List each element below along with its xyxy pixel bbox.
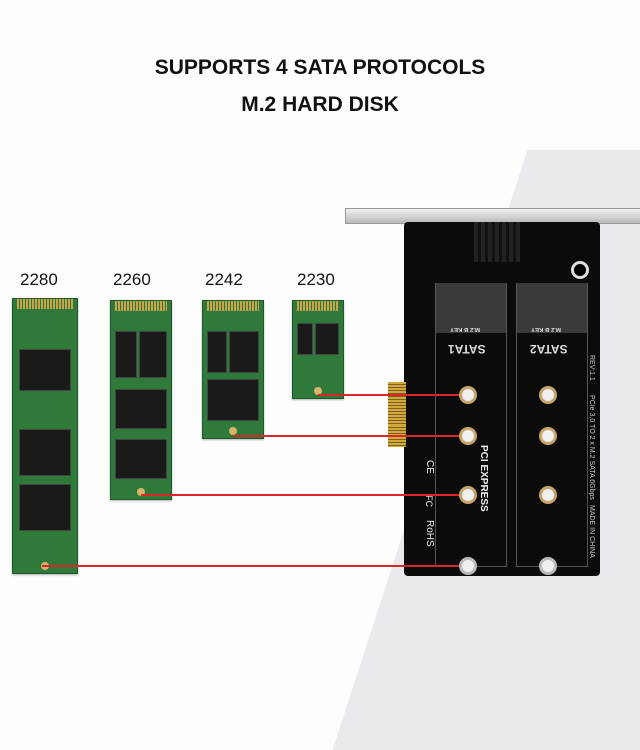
key-label-1: M.2 B KEY <box>450 326 481 332</box>
rohs-mark: RoHS <box>424 520 435 547</box>
slot-label-sata2: SATA2 <box>530 342 568 356</box>
pointer-line-2280 <box>42 565 468 567</box>
ssd-2280 <box>12 298 78 574</box>
size-label-2242: 2242 <box>205 270 243 289</box>
adapter-card <box>404 222 600 576</box>
ce-mark: CE <box>424 460 435 474</box>
pcie-gold-fingers <box>388 382 406 426</box>
revision-text: REV:1.1 <box>588 355 595 381</box>
key-label-2: M.2 B KEY <box>531 326 562 332</box>
subheadline: M.2 HARD DISK <box>241 93 399 116</box>
pointer-line-2260 <box>141 494 468 496</box>
mount-hole-2242 <box>459 427 477 445</box>
mount-hole-2-2242 <box>539 427 557 445</box>
size-label-2260: 2260 <box>113 270 151 289</box>
led-ring-icon <box>571 261 589 279</box>
headline: SUPPORTS 4 SATA PROTOCOLS <box>154 56 486 79</box>
size-label-2280: 2280 <box>20 270 58 289</box>
slot-label-sata1: SATA1 <box>448 342 486 356</box>
ssd-2230 <box>292 300 344 399</box>
pointer-line-2230 <box>318 394 468 396</box>
size-label-2230: 2230 <box>297 270 335 289</box>
mount-hole-2260 <box>459 486 477 504</box>
mount-hole-2230 <box>459 386 477 404</box>
ssd-2260 <box>110 300 172 500</box>
m2-connector-2 <box>517 283 587 333</box>
pci-express-logo: PCI EXPRESS <box>478 445 489 512</box>
fc-mark: FC <box>424 495 434 507</box>
heatsink <box>474 222 520 262</box>
mount-hole-2-2280 <box>539 557 557 575</box>
origin-text: MADE IN CHINA <box>588 505 595 558</box>
description-text: PCIe 3.0 TO 2 x M.2 SATA 6Gbps <box>588 395 595 500</box>
mount-hole-2-2230 <box>539 386 557 404</box>
mount-hole-2-2260 <box>539 486 557 504</box>
pointer-line-2242 <box>233 435 468 437</box>
mount-hole-2280 <box>459 557 477 575</box>
ssd-2242 <box>202 300 264 439</box>
m2-connector-1 <box>436 283 506 333</box>
